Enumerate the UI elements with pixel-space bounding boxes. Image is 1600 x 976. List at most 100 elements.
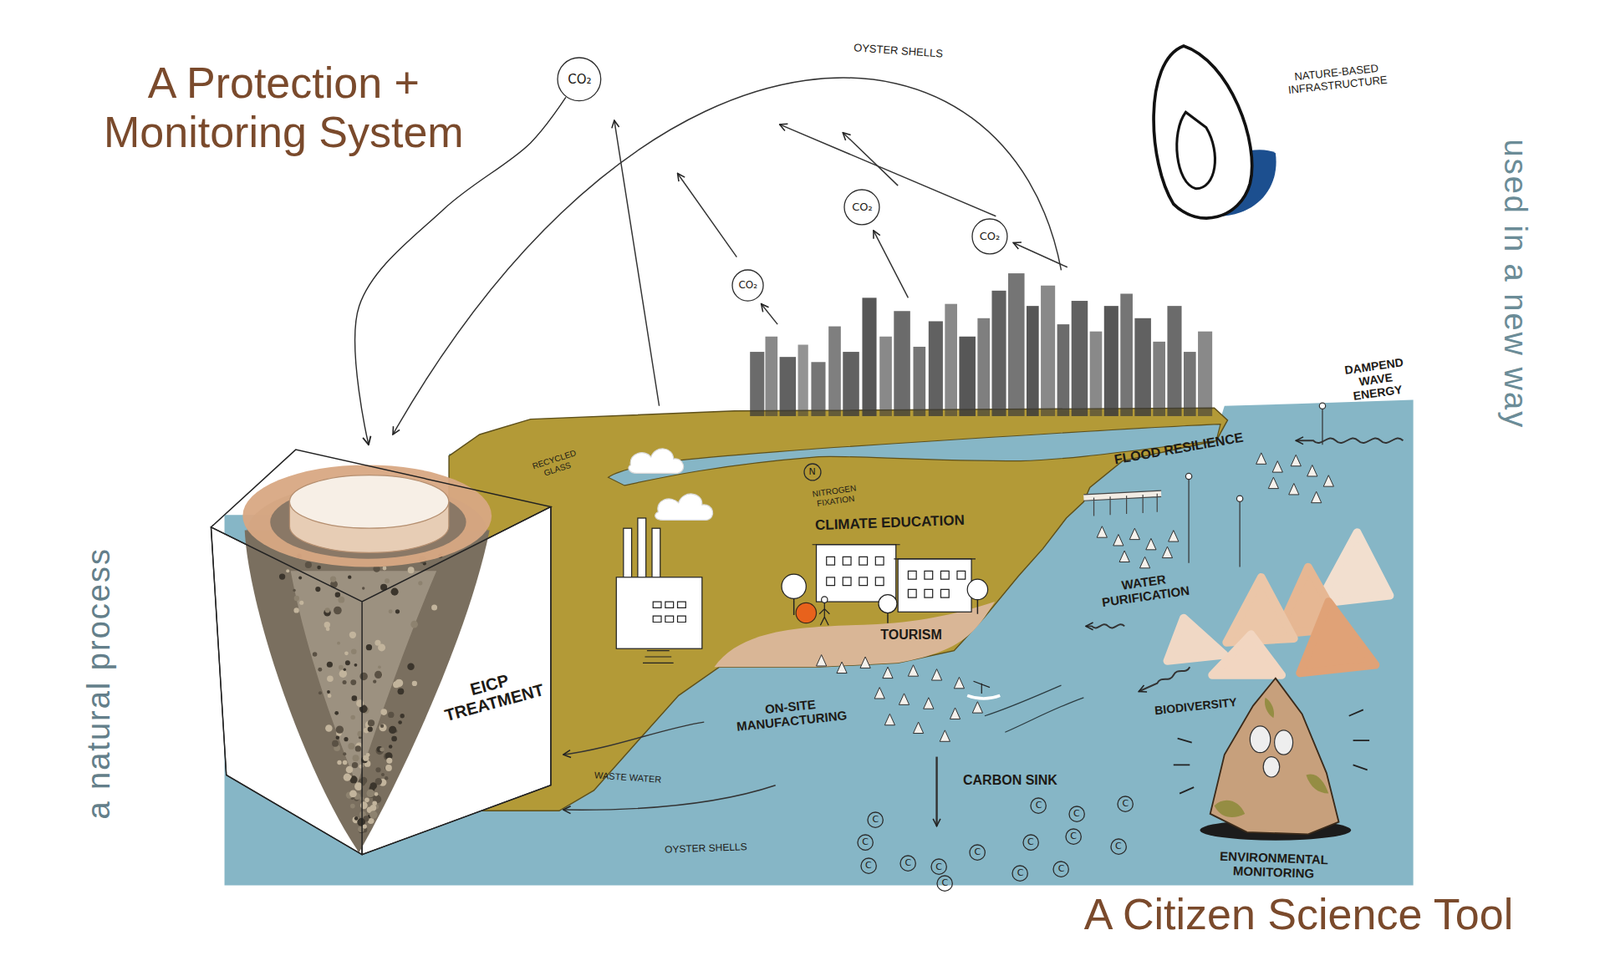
- gravel-dot: [431, 605, 438, 612]
- city-tower: [879, 336, 892, 417]
- gravel-dot: [388, 744, 393, 750]
- circle-outline: [937, 876, 953, 892]
- building-windows: [812, 545, 976, 598]
- carbon-text: C: [1035, 800, 1043, 811]
- gravel-dot: [348, 743, 356, 750]
- circle-outline: [900, 856, 916, 872]
- gravel-dot: [331, 740, 339, 748]
- tree: [878, 595, 897, 614]
- gravel-dot: [279, 574, 286, 581]
- benefit-label: TOURISM: [880, 627, 942, 643]
- carbon-marker: C: [1022, 834, 1040, 851]
- circle-outline: [1053, 861, 1069, 877]
- city-tower: [1071, 300, 1089, 417]
- co2-bubble: CO₂: [971, 218, 1009, 255]
- carbon-text: C: [865, 861, 872, 872]
- buoy-line: [1188, 408, 1323, 567]
- city-tower: [1152, 341, 1166, 417]
- circle-outline: [969, 845, 985, 861]
- carbon-marker: C: [1068, 805, 1086, 823]
- gravel-dot: [388, 609, 393, 614]
- reef-unit: [972, 702, 983, 714]
- reef-unit: [874, 687, 885, 699]
- city-tower: [912, 346, 926, 417]
- city-tower: [810, 361, 826, 417]
- gravel-dot: [351, 649, 357, 656]
- gravel-dot: [418, 580, 423, 586]
- title-holder: A Protection + Monitoring System: [79, 58, 488, 159]
- current-line: [984, 685, 1084, 733]
- city-tower: [1197, 331, 1213, 417]
- carbon-text: C: [1115, 841, 1122, 852]
- gravel-dot: [362, 825, 367, 830]
- gravel-dot: [354, 816, 359, 821]
- gravel-dot: [370, 805, 377, 811]
- cylinder-top: [290, 475, 449, 529]
- carbon-marker: C: [1052, 861, 1070, 878]
- benefit-label-holder: TOURISM: [880, 627, 942, 643]
- co2-text: CO₂: [738, 280, 758, 291]
- gravel-dot: [330, 576, 337, 583]
- reef-cone: [1212, 634, 1282, 676]
- gravel-dot: [354, 663, 358, 668]
- city-tower: [861, 297, 877, 417]
- reef-unit: [1272, 461, 1283, 473]
- gravel-dot: [318, 667, 323, 673]
- co2-bubble: CO₂: [731, 269, 765, 302]
- gravel-dot: [407, 663, 415, 671]
- gravel-dot: [294, 596, 300, 602]
- city-tower: [764, 336, 778, 417]
- city-tower: [1120, 293, 1133, 416]
- cone-core: [290, 571, 438, 786]
- carbon-text: C: [1073, 809, 1081, 820]
- carbon-sink-arrow: [935, 757, 938, 827]
- co2-bubble: CO₂: [556, 56, 602, 102]
- gravel-dot: [305, 561, 312, 569]
- gravel-dot: [317, 565, 322, 571]
- carbon-text: C: [1017, 868, 1025, 879]
- circle-outline: [1012, 866, 1028, 882]
- circle-outline: [931, 859, 947, 875]
- gravel-dot: [380, 747, 385, 752]
- reef-cone: [1166, 618, 1224, 662]
- reef-unit: [1161, 546, 1172, 558]
- kayak: [967, 695, 1000, 699]
- city-tower: [1057, 324, 1071, 417]
- location-dot: [795, 602, 816, 623]
- benefit-label: ON-SITE MANUFACTURING: [725, 692, 856, 735]
- carbon-text: C: [974, 847, 982, 858]
- gravel-dot: [325, 724, 333, 733]
- gravel-dot: [344, 652, 349, 657]
- emission-arrow: [677, 173, 738, 257]
- reef-unit: [1113, 535, 1124, 546]
- carbon-marker: C: [899, 855, 917, 872]
- carbon-text: C: [1070, 831, 1077, 842]
- gravel-dot: [354, 817, 358, 821]
- circle-outline: [1069, 806, 1085, 822]
- gravel-dot: [312, 652, 318, 658]
- reef-unit: [836, 662, 847, 673]
- emission-arrow: [761, 304, 779, 325]
- treatment-cube: EICP TREATMENT: [208, 444, 556, 860]
- reef-unit: [923, 698, 934, 709]
- gravel-dot: [382, 566, 388, 571]
- city-tower: [1090, 331, 1103, 417]
- carbon-text: C: [1027, 837, 1035, 848]
- carbon-marker: C: [866, 811, 884, 829]
- carbon-text: C: [935, 862, 943, 873]
- reef-unit: [1268, 477, 1279, 489]
- nitrogen-text: N: [809, 467, 816, 478]
- reef-unit: [912, 722, 923, 734]
- moss: [1214, 698, 1330, 818]
- co2-text: CO₂: [851, 201, 873, 214]
- emission-arrow: [842, 132, 898, 186]
- benefit-label-holder: ENVIRONMENTAL MONITORING: [1183, 847, 1364, 883]
- circle-outline: [804, 463, 821, 481]
- gravel-dot: [351, 715, 357, 721]
- city-tower: [1183, 351, 1197, 417]
- oyster: [1263, 757, 1280, 778]
- circle-outline: [732, 270, 764, 301]
- gravel-dot: [349, 790, 357, 799]
- benefit-label: FLOOD RESILIENCE: [1112, 429, 1244, 468]
- gravel-dot: [384, 578, 390, 584]
